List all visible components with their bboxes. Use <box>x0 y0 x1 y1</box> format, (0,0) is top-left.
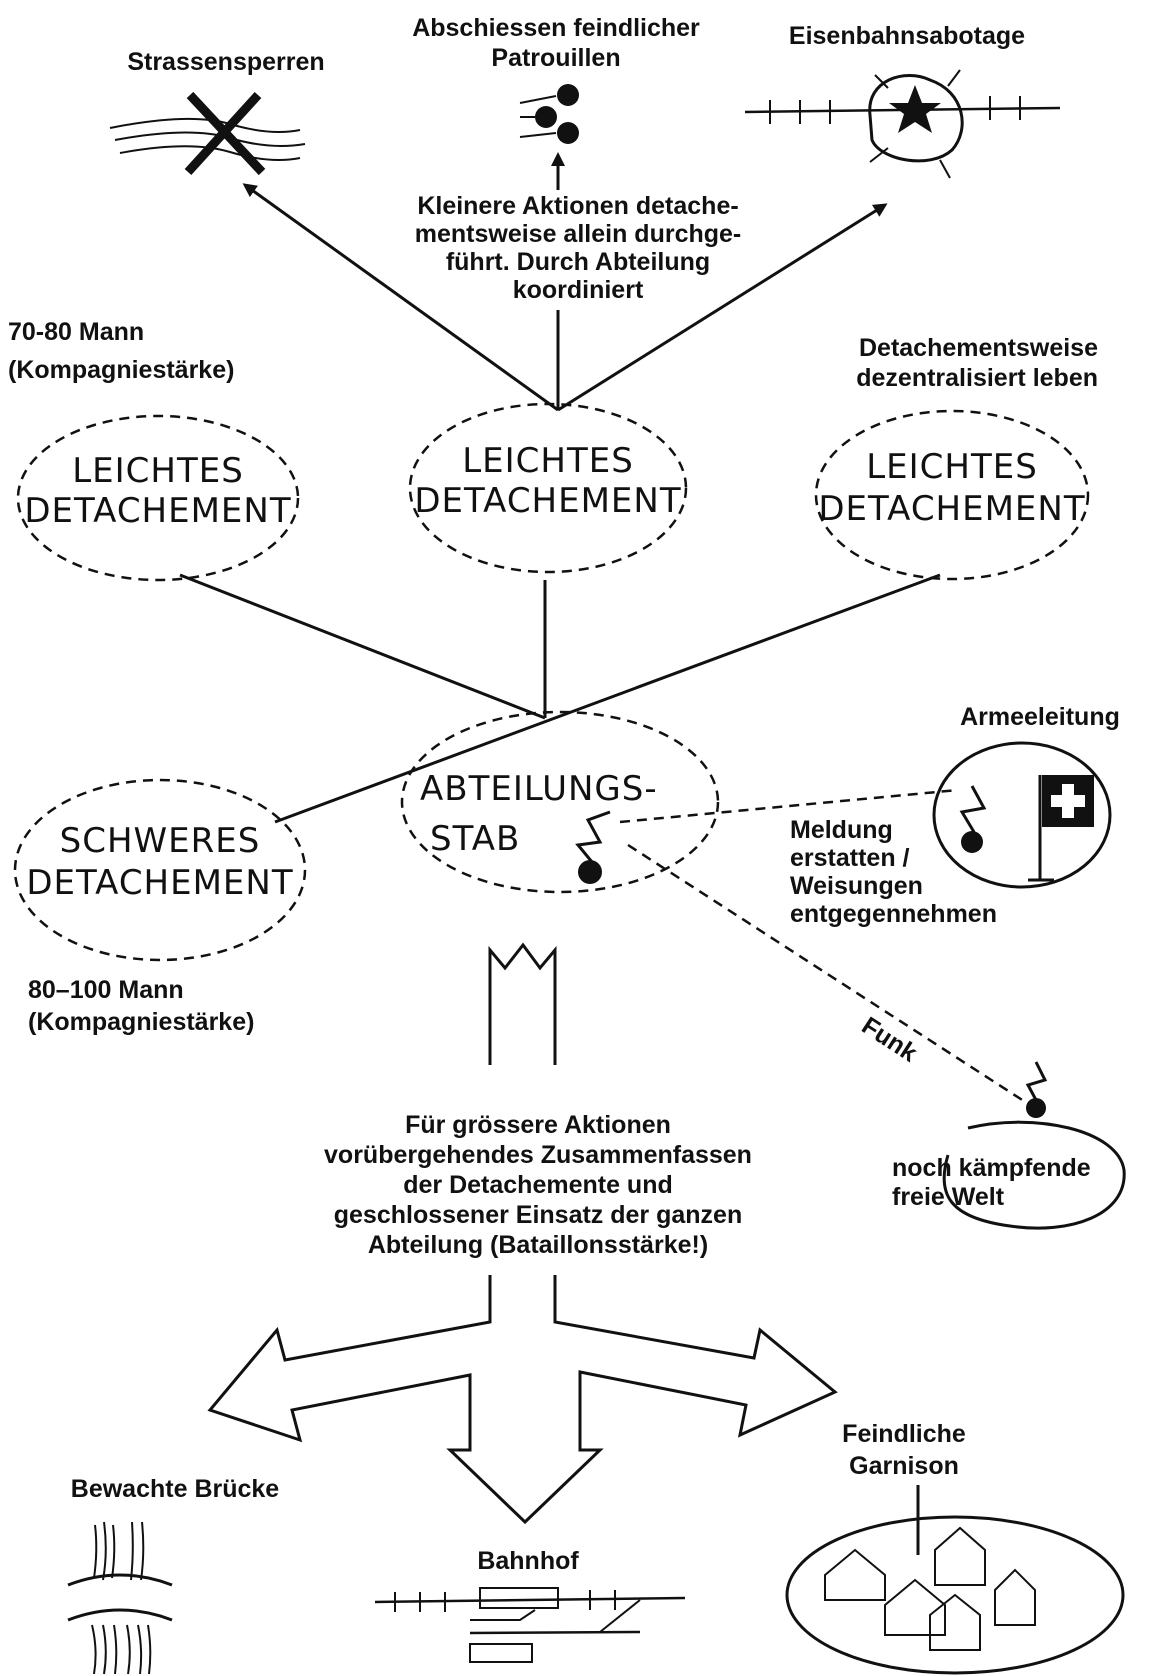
station-icon <box>374 1587 686 1663</box>
small-actions-line4: koordiniert <box>513 276 644 304</box>
army-command-label: Armeeleitung <box>960 703 1120 731</box>
light-left-line2: DETACHEMENT <box>24 491 291 531</box>
heavy-line1: SCHWERES <box>60 821 261 861</box>
army-command-node <box>932 741 1112 889</box>
light-strength-line1: 70-80 Mann <box>8 318 144 346</box>
large-actions-line1: Für grössere Aktionen <box>405 1111 671 1139</box>
road-block-icon <box>109 91 306 176</box>
light-left-line1: LEICHTES <box>72 451 244 491</box>
army-lightning-icon <box>959 785 987 833</box>
label-garrison-line2: Garnison <box>849 1452 959 1480</box>
radio-label: Funk <box>857 1012 922 1068</box>
radio-station-icon <box>578 860 602 884</box>
free-world-lightning-icon <box>1025 1061 1048 1101</box>
arrow-to-rail-sabotage <box>557 203 888 412</box>
radio-lightning-icon <box>575 810 611 863</box>
small-actions-line2: mentsweise allein durchge- <box>415 220 742 248</box>
heavy-strength-line2: (Kompagniestärke) <box>28 1008 254 1036</box>
large-actions-line4: geschlossener Einsatz der ganzen <box>334 1201 742 1229</box>
staff-node: ABTEILUNGS- STAB <box>400 710 720 894</box>
small-actions-line3: führt. Durch Abteilung <box>446 248 710 276</box>
light-detachment-middle: LEICHTES DETACHEMENT <box>408 402 688 574</box>
army-radio-icon <box>961 831 983 853</box>
staff-line1: ABTEILUNGS- <box>420 769 658 809</box>
light-detachment-right: LEICHTES DETACHEMENT <box>814 409 1090 581</box>
report-line4: entgegennehmen <box>790 900 997 928</box>
link-staff-free-world <box>627 843 1031 1107</box>
garrison-icon <box>785 1485 1125 1675</box>
heavy-line2: DETACHEMENT <box>26 863 293 903</box>
split-arrows <box>207 1275 838 1525</box>
bridge-icon <box>67 1521 173 1675</box>
light-detachment-left: LEICHTES DETACHEMENT <box>16 414 300 582</box>
rail-sabotage-icon <box>744 69 1061 179</box>
label-station: Bahnhof <box>477 1547 579 1575</box>
heavy-detachment: SCHWERES DETACHEMENT <box>13 778 307 962</box>
light-middle-line2: DETACHEMENT <box>414 481 681 521</box>
free-world-line1: noch kämpfende <box>892 1154 1091 1182</box>
free-world-node <box>942 1061 1126 1230</box>
label-bridge: Bewachte Brücke <box>71 1475 280 1503</box>
report-line3: Weisungen <box>790 872 923 900</box>
light-right-line2: DETACHEMENT <box>818 489 1085 529</box>
light-middle-line1: LEICHTES <box>462 441 634 481</box>
free-world-radio-icon <box>1026 1098 1046 1118</box>
staff-line2: STAB <box>430 819 520 859</box>
small-actions-line1: Kleinere Aktionen detache- <box>417 192 738 220</box>
report-line2: erstatten / <box>790 844 910 872</box>
trunk-arrow <box>488 942 557 1065</box>
label-rail-sabotage: Eisenbahnsabotage <box>789 22 1025 50</box>
arrow-to-road-blocks <box>242 183 559 412</box>
label-shoot-patrols-line1: Abschiessen feindlicher <box>412 14 700 42</box>
light-right-line1: LEICHTES <box>866 447 1038 487</box>
large-actions-line5: Abteilung (Bataillonsstärke!) <box>368 1231 708 1259</box>
decentral-note-line1: Detachementsweise <box>859 334 1098 362</box>
link-left-light <box>179 573 546 720</box>
large-actions-line2: vorübergehendes Zusammenfassen <box>324 1141 752 1169</box>
link-right-light-heavy <box>274 573 941 824</box>
large-actions-line3: der Detachemente und <box>403 1171 673 1199</box>
heavy-strength-line1: 80–100 Mann <box>28 976 184 1004</box>
light-strength-line2: (Kompagniestärke) <box>8 356 234 384</box>
patrol-icon <box>519 84 579 144</box>
decentral-note-line2: dezentralisiert leben <box>856 364 1098 392</box>
label-garrison-line1: Feindliche <box>842 1420 966 1448</box>
link-staff-army <box>619 788 959 824</box>
report-line1: Meldung <box>790 816 893 844</box>
free-world-line2: freie Welt <box>892 1183 1005 1211</box>
label-shoot-patrols-line2: Patrouillen <box>491 44 620 72</box>
label-road-blocks: Strassensperren <box>127 48 324 76</box>
